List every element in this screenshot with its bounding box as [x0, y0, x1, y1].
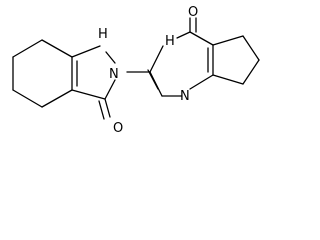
bond	[242, 35, 260, 61]
cyclopentane-ring	[212, 35, 260, 85]
chemical-structure: H N O H O N	[12, 5, 260, 136]
carbonyl-bond	[104, 98, 111, 118]
bond	[189, 31, 214, 46]
bond	[71, 45, 101, 58]
bond	[41, 39, 73, 58]
bond	[212, 74, 244, 85]
bond	[189, 74, 214, 90]
atom-label-o-pyrazolone: O	[113, 121, 123, 136]
bond	[71, 89, 106, 100]
bond	[242, 59, 260, 85]
atom-label-o-pyrimidinone: O	[188, 5, 198, 20]
atom-label-h-pyrimidine: H	[165, 34, 175, 49]
atom-labels: H N O H O N	[98, 5, 198, 136]
double-bond-inner	[147, 69, 159, 90]
carbonyl-bond	[98, 100, 105, 120]
pyrimidinone-ring	[147, 17, 214, 97]
bond	[12, 89, 43, 108]
bond	[105, 51, 116, 64]
atom-label-n-pyrimidine: N	[180, 89, 190, 104]
bond	[149, 45, 164, 73]
atom-label-h-pyrazole: H	[98, 27, 108, 42]
bond	[12, 39, 43, 58]
atom-label-n-pyrazole: N	[109, 67, 119, 82]
cyclohexane-ring	[12, 39, 78, 108]
pyrazolone-ring	[71, 45, 116, 120]
bond	[176, 31, 191, 39]
bond	[212, 35, 244, 46]
bond	[41, 89, 73, 108]
bond	[104, 79, 116, 100]
